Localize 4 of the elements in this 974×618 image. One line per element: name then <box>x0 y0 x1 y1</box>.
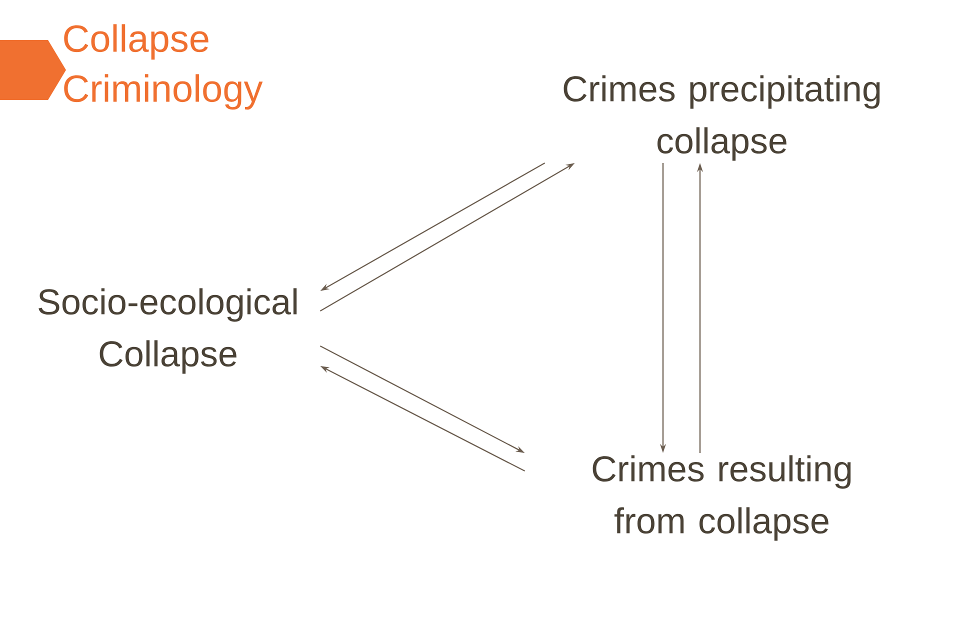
node-label: Socio-ecological Collapse <box>38 288 297 374</box>
node-label: Crimes resulting from collapse <box>592 455 851 541</box>
node-label: Crimes precipitating collapse <box>564 75 880 161</box>
title: Collapse Criminology <box>64 24 263 110</box>
